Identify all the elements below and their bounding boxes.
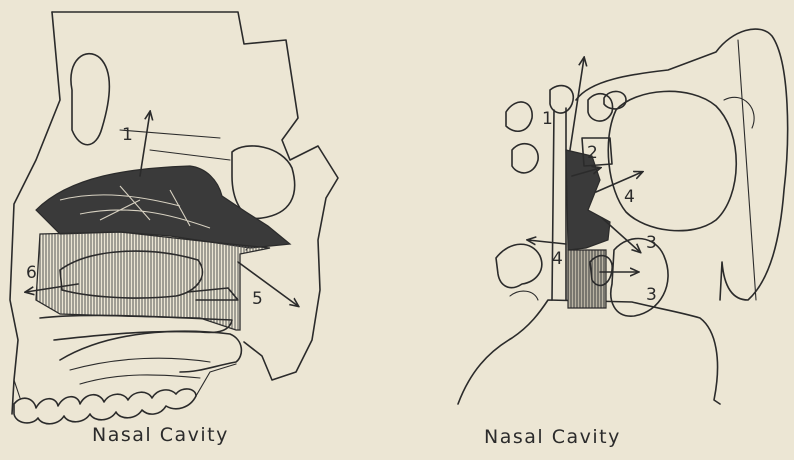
label-2: 2 — [587, 143, 598, 163]
right-figure-caption: Nasal Cavity — [484, 426, 621, 454]
inferior-airway-hatched — [568, 250, 606, 308]
nasal-septum — [552, 108, 566, 300]
label-3-lower: 3 — [646, 285, 657, 305]
left-figure-caption: Nasal Cavity — [92, 424, 229, 452]
label-6: 6 — [26, 263, 37, 283]
hard-palate — [40, 315, 232, 340]
label-5: 5 — [252, 289, 263, 309]
frontal-sinus — [71, 54, 109, 145]
small-cell — [604, 91, 626, 109]
arrow-4-lower — [528, 240, 566, 244]
label-1: 1 — [542, 109, 553, 129]
left-sagittal-diagram: 1 5 6 — [10, 12, 338, 424]
orbit — [608, 91, 736, 230]
sphenoid-sinus — [232, 146, 295, 218]
label-3-upper: 3 — [646, 233, 657, 253]
left-turbinate — [496, 244, 542, 287]
arrow-1-up — [140, 112, 150, 176]
arrow-5-back — [238, 262, 298, 306]
label-4-upper: 4 — [624, 187, 635, 207]
right-coronal-diagram: 1 2 4 3 4 3 — [458, 29, 788, 404]
label-4-lower: 4 — [552, 249, 563, 269]
head-outline — [458, 300, 720, 404]
label-1: 1 — [122, 125, 133, 145]
lower-teeth — [14, 389, 196, 424]
arrow-4-upper — [596, 172, 642, 192]
